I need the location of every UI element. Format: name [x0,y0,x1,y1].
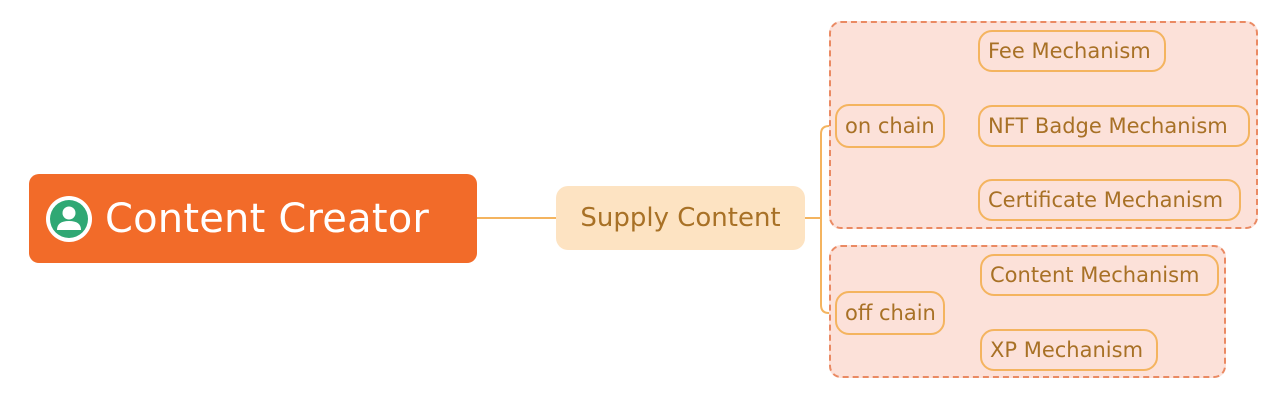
group-label-off-chain: off chain [845,301,936,325]
connector-supply-to-groups [820,125,835,314]
group-node-on-chain[interactable]: on chain [835,104,945,148]
root-node[interactable]: Content Creator [29,174,477,263]
root-label: Content Creator [105,195,430,242]
leaf-node-certificate-mechanism[interactable]: Certificate Mechanism [978,179,1241,221]
group-node-off-chain[interactable]: off chain [835,291,945,335]
group-box-on-chain [829,21,1258,229]
leaf-node-fee-mechanism[interactable]: Fee Mechanism [978,30,1166,72]
group-label-on-chain: on chain [845,114,935,138]
leaf-node-nft-badge-mechanism[interactable]: NFT Badge Mechanism [978,105,1250,147]
leaf-label: NFT Badge Mechanism [988,114,1228,138]
main-branch-node[interactable]: Supply Content [556,186,805,250]
leaf-label: Fee Mechanism [988,39,1151,63]
leaf-node-xp-mechanism[interactable]: XP Mechanism [980,329,1158,371]
leaf-label: XP Mechanism [990,338,1144,362]
main-branch-label: Supply Content [580,203,781,233]
leaf-label: Certificate Mechanism [988,188,1224,212]
user-avatar-icon [46,195,92,242]
group-box-off-chain [829,245,1226,378]
leaf-label: Content Mechanism [990,263,1200,287]
leaf-node-content-mechanism[interactable]: Content Mechanism [980,254,1219,296]
